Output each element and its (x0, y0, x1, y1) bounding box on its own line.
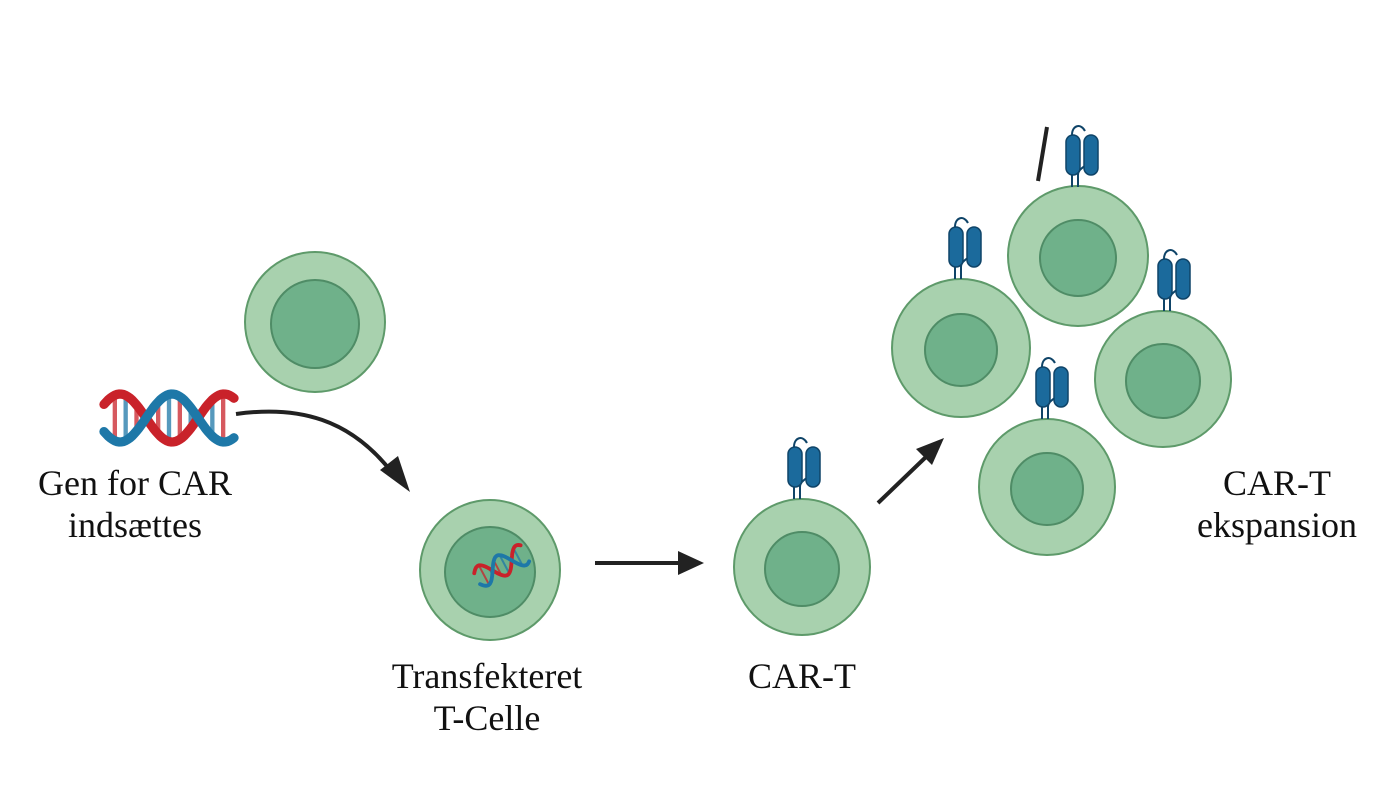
transfected-cell-label-line2: T-Celle (433, 698, 541, 738)
car-receptor-icon (1157, 249, 1191, 312)
receptor-shape (1065, 125, 1099, 188)
car-receptor-icon (948, 217, 982, 280)
car-t-cell (733, 498, 871, 636)
dna-rung (477, 564, 490, 586)
car-receptor-icon (1065, 125, 1099, 188)
car-t-label: CAR-T (712, 655, 892, 697)
stray-mark (1036, 126, 1049, 182)
cell-nucleus (270, 279, 360, 369)
receptor-shape (1035, 357, 1069, 420)
expansion-label-line2: ekspansion (1197, 505, 1357, 545)
cell-nucleus (1010, 452, 1084, 526)
dna-rung (498, 554, 511, 574)
expanded-car-t-cell (1007, 185, 1149, 327)
gene-insert-label-line1: Gen for CAR (38, 463, 232, 503)
dna-strand (478, 553, 532, 588)
receptor-shape (787, 437, 821, 500)
car-t-label-text: CAR-T (748, 656, 856, 696)
expanded-car-t-cell (891, 278, 1031, 418)
cell-nucleus (924, 313, 998, 387)
dna-helix-icon (99, 389, 239, 447)
dna-rung (512, 548, 524, 566)
gene-insert-label: Gen for CAR indsættes (10, 462, 260, 546)
expanded-car-t-cell (1094, 310, 1232, 448)
cell-nucleus (764, 531, 840, 607)
transfected-cell-label: Transfekteret T-Celle (352, 655, 622, 739)
cell-nucleus (1125, 343, 1201, 419)
car-receptor-icon (1035, 357, 1069, 420)
small-dna-icon (472, 543, 532, 588)
receptor-shape (1157, 249, 1191, 312)
expanded-car-t-cell (978, 418, 1116, 556)
dna-strand (99, 389, 239, 447)
dna-strand (99, 389, 239, 447)
receptor-shape (948, 217, 982, 280)
diagonal-arrow-icon (876, 438, 944, 505)
cell-nucleus (1039, 219, 1117, 297)
expansion-label-line1: CAR-T (1223, 463, 1331, 503)
gene-insert-label-line2: indsættes (67, 505, 202, 545)
dna-strand (472, 543, 523, 578)
straight-arrow-icon (595, 551, 704, 575)
curved-arrow-icon (235, 409, 410, 492)
car-receptor-icon (787, 437, 821, 500)
expansion-label: CAR-T ekspansion (1172, 462, 1382, 546)
naive-t-cell (244, 251, 386, 393)
transfected-cell-label-line1: Transfekteret (391, 656, 583, 696)
